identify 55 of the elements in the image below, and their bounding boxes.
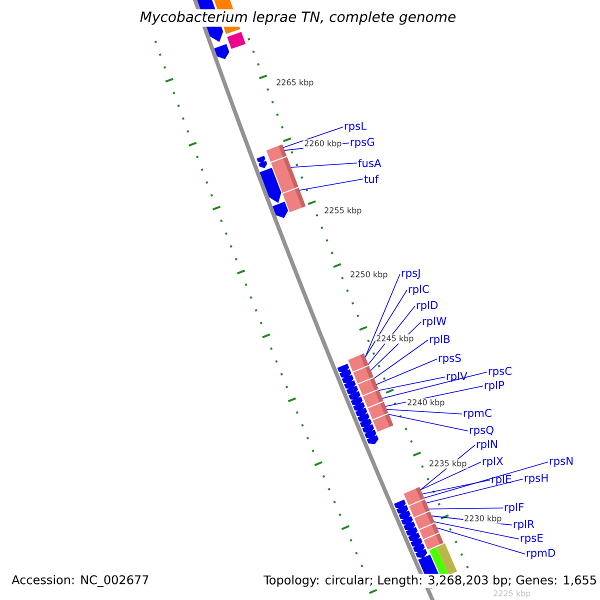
position-label: 2230 kbp	[463, 514, 503, 524]
leader-line	[364, 290, 408, 358]
gene-label: rpmD	[525, 548, 556, 560]
leader-line	[420, 462, 482, 490]
gene-label: rpmC	[462, 408, 493, 420]
genome-summary: Topology: circular; Length: 3,268,203 bp; Genes: 1,655	[262, 574, 598, 588]
leader-line	[388, 414, 468, 432]
leader-line	[364, 274, 400, 358]
gene-label: rplF	[503, 502, 525, 514]
position-label: 2225 kbp	[492, 589, 532, 599]
gene-label: rplN	[475, 439, 499, 451]
gene-label: rplR	[512, 519, 536, 531]
gene-label: tuf	[363, 174, 380, 184]
position-label: 2260 kbp	[303, 139, 343, 149]
gene-label: rpsC	[487, 366, 513, 378]
gene-label: rpsG	[349, 137, 376, 149]
gene-label: rplX	[481, 456, 504, 468]
gene-label: rplC	[407, 284, 430, 296]
leader-line	[283, 126, 344, 148]
position-label: 2255 kbp	[323, 206, 363, 216]
leader-line	[382, 372, 488, 399]
leader-line	[424, 462, 548, 498]
gene-label: rplP	[483, 380, 506, 392]
title: Mycobacterium leprae TN, complete genome	[138, 9, 458, 27]
leader-line	[386, 409, 462, 414]
position-label: 2240 kbp	[406, 398, 446, 408]
leader-line	[422, 480, 490, 494]
gene-label: rpsH	[523, 473, 550, 485]
leader-line	[434, 522, 520, 540]
gene-cluster-block	[266, 144, 306, 212]
leader-line	[428, 508, 504, 510]
gene-cluster-block	[404, 487, 444, 550]
gene-label: rpsL	[343, 121, 368, 133]
gene-label: rpsE	[519, 533, 544, 545]
leader-line	[299, 178, 364, 191]
gene-cluster-block	[348, 354, 394, 432]
position-label: 2250 kbp	[349, 270, 389, 280]
gene-label: rplD	[415, 300, 439, 312]
gene-label: rpsS	[437, 353, 462, 365]
leader-line	[290, 162, 358, 168]
gene-label: rplW	[421, 316, 448, 328]
leader-line	[374, 340, 428, 379]
gene-label: rpsJ	[400, 268, 422, 280]
gene-label: rpsN	[548, 456, 574, 468]
position-label: 2265 kbp	[275, 78, 315, 88]
accession-label: Accession: NC_002677	[10, 574, 151, 588]
gene-label: rplB	[428, 334, 452, 346]
leader-line	[378, 376, 446, 391]
leader-line	[426, 478, 524, 504]
position-label: 2235 kbp	[428, 459, 468, 469]
position-label: 2245 kbp	[375, 334, 415, 344]
gene-label: rpsQ	[468, 425, 495, 437]
leader-line	[436, 528, 526, 554]
gene-label: fusA	[357, 158, 382, 168]
leader-line	[376, 358, 438, 385]
